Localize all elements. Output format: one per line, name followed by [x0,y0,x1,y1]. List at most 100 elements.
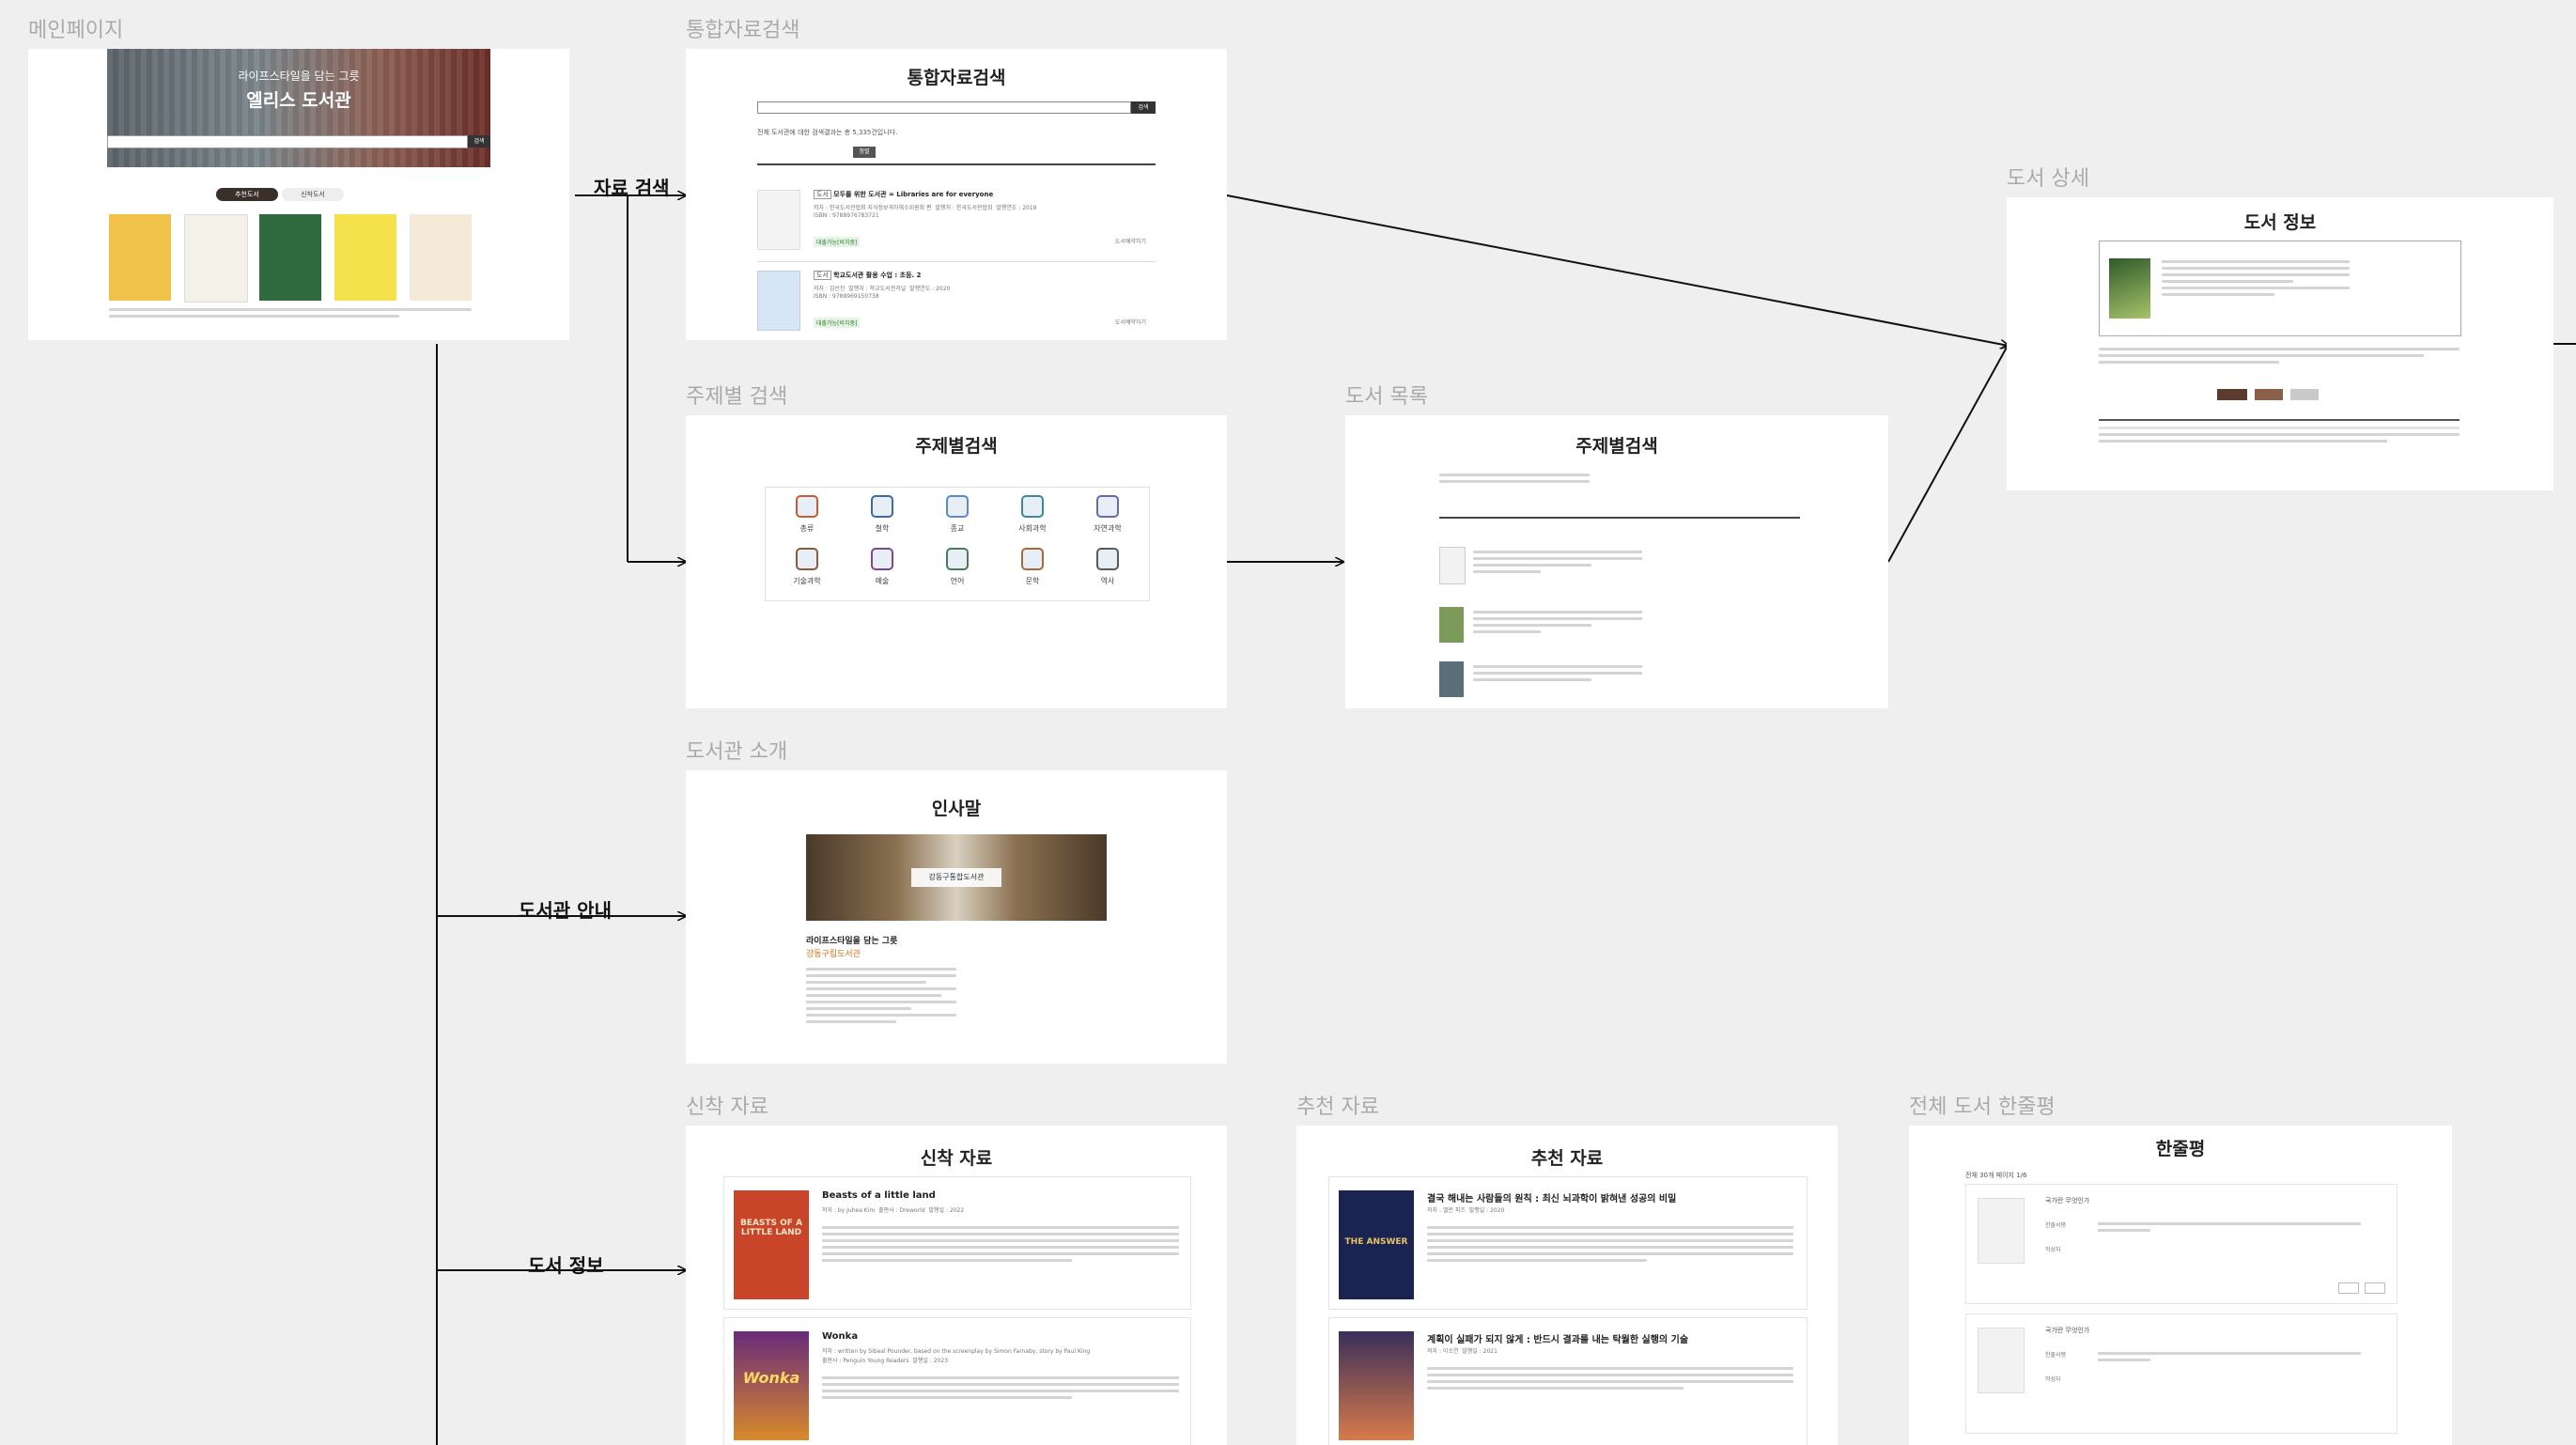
review-edit-button[interactable] [2338,1282,2359,1294]
main-search-input[interactable] [107,135,468,148]
review-card[interactable]: 국가란 무엇인가 한줄서평 작성자 [1965,1184,2398,1304]
review-book-title[interactable]: 국가란 무엇인가 [2045,1327,2090,1334]
subject-category[interactable]: 자연과학 [1079,495,1136,544]
subject-category-label: 언어 [950,577,965,585]
result-type-badge: 도서 [814,271,831,280]
detail-cover [2109,258,2150,319]
book-cover[interactable] [184,214,248,303]
result-type-badge: 도서 [814,190,831,199]
subject-category-icon [946,495,969,518]
subject-category-icon [946,548,969,570]
book-cover[interactable] [334,214,396,301]
tab-recommended[interactable]: 추천도서 [216,188,278,201]
subject-category-label: 예술 [875,577,890,585]
subject-category[interactable]: 기술과학 [779,548,835,597]
review-label: 한줄서평 [2045,1352,2067,1359]
result-title[interactable]: 모두를 위한 도서관 = Libraries are for everyone [833,191,994,198]
integrated-search-input[interactable] [757,101,1131,114]
new-book-card[interactable]: Wonka Wonka 저자 : written by Sibeal Pound… [723,1317,1191,1445]
subject-category[interactable]: 사회과학 [1004,495,1061,544]
section-label-recommended: 추천 자료 [1296,1095,1379,1119]
result-item[interactable]: 도서 학교도서관 활용 수업 : 초등. 2 저자 : 김선진 발행처 : 학교… [757,271,1156,338]
result-cover [757,271,800,331]
booklist-title: 주제별검색 [1575,436,1658,457]
review-book-cover [1978,1198,2025,1264]
new-book-publisher: 출판사 : Dreworld [878,1207,925,1214]
new-book-author: 저자 : written by Sibeal Pounder, based on… [822,1348,1091,1355]
subject-category[interactable]: 총류 [779,495,835,544]
list-item[interactable] [1439,607,1800,654]
result-item[interactable]: 도서 모두를 위한 도서관 = Libraries are for everyo… [757,190,1156,257]
subject-category-icon [796,495,818,518]
detail-reserve-button[interactable] [2217,389,2247,400]
frame-main-page: 라이프스타일을 담는 그릇 엘리스 도서관 검색 추천도서 신착도서 [28,49,569,340]
section-label-book-detail: 도서 상세 [2007,167,2089,191]
new-book-card[interactable]: BEASTS OF A LITTLE LAND Beasts of a litt… [723,1176,1191,1310]
main-search-button[interactable]: 검색 [468,135,490,148]
section-label-subject-search: 주제별 검색 [686,385,788,409]
intro-banner-caption: 강동구통합도서관 [911,868,1001,887]
recommended-author: 저자 : 이소연 [1427,1348,1459,1355]
subject-category-label: 총류 [799,524,815,533]
recommended-year: 발행일 : 2021 [1462,1348,1497,1355]
intro-slogan: 라이프스타일을 담는 그릇 [806,937,898,946]
subject-category[interactable]: 철학 [854,495,910,544]
sort-button[interactable]: 정렬 [853,147,876,158]
recommended-cover [1339,1331,1414,1440]
result-title[interactable]: 학교도서관 활용 수업 : 초등. 2 [833,272,922,279]
review-book-title[interactable]: 국가란 무엇인가 [2045,1197,2090,1204]
integrated-title: 통합자료검색 [907,68,1006,88]
result-author: 저자 : 한국도서관협회 지식정보격차해소위원회 편 [814,205,932,211]
hero-banner: 라이프스타일을 담는 그릇 엘리스 도서관 검색 [107,49,490,167]
list-item[interactable] [1439,547,1800,594]
subject-category[interactable]: 종교 [929,495,985,544]
subject-category[interactable]: 예술 [854,548,910,597]
list-item[interactable] [1439,661,1800,708]
list-item-cover [1439,607,1464,643]
detail-interest-button[interactable] [2255,389,2283,400]
new-book-title[interactable]: Beasts of a little land [822,1190,936,1201]
subject-category-label: 기술과학 [793,577,821,585]
subject-category[interactable]: 문학 [1004,548,1061,597]
intro-title: 인사말 [931,799,982,819]
reserve-button[interactable]: 도서예약하기 [1114,239,1146,245]
review-card[interactable]: 국가란 무엇인가 한줄서평 작성자 [1965,1313,2398,1434]
reviews-title: 한줄평 [2155,1139,2206,1159]
subject-category-label: 철학 [875,524,890,533]
recommended-book-title[interactable]: 결국 해내는 사람들의 원칙 : 최신 뇌과학이 밝혀낸 성공의 비밀 [1427,1194,1677,1204]
frame-integrated-search: 통합자료검색 검색 전체 도서관에 대한 검색결과는 총 5,335건입니다. … [686,49,1227,340]
recommended-book-title[interactable]: 계획이 실패가 되지 않게 : 반드시 결과를 내는 탁월한 실행의 기술 [1427,1335,1689,1345]
book-cover[interactable] [259,214,321,301]
reserve-button[interactable]: 도서예약하기 [1114,319,1146,326]
integrated-search-button[interactable]: 검색 [1131,101,1156,114]
recommended-title: 추천 자료 [1530,1148,1604,1169]
book-cover[interactable] [410,214,472,301]
list-item-cover [1439,547,1466,584]
book-cover[interactable] [109,214,171,301]
subject-category[interactable]: 역사 [1079,548,1136,597]
intro-org: 강동구립도서관 [806,950,861,959]
new-book-title[interactable]: Wonka [822,1331,859,1342]
review-delete-button[interactable] [2365,1282,2385,1294]
new-book-author: 저자 : by Juhea Kim [822,1207,876,1214]
detail-share-button[interactable] [2290,389,2319,400]
result-summary: 전체 도서관에 대한 검색결과는 총 5,335건입니다. [757,129,898,136]
edge-label-book-info: 도서 정보 [528,1254,604,1277]
subject-category[interactable]: 언어 [929,548,985,597]
detail-info-box [2099,241,2461,336]
review-writer-label: 작성자 [2045,1376,2061,1383]
tab-new[interactable]: 신착도서 [282,188,344,201]
section-label-integrated-search: 통합자료검색 [686,19,800,42]
reviews-count: 전체 30개 페이지 1/6 [1965,1172,2027,1179]
frame-new-books: 신착 자료 BEASTS OF A LITTLE LAND Beasts of … [686,1126,1227,1445]
recommended-card[interactable]: THE ANSWER 결국 해내는 사람들의 원칙 : 최신 뇌과학이 밝혀낸 … [1328,1176,1808,1310]
recommended-author: 저자 : 앨런 피즈 [1427,1207,1466,1214]
subject-category-icon [871,495,893,518]
subject-category-label: 문학 [1025,577,1040,585]
result-year: 발행연도 : 2020 [909,286,951,292]
recommended-card[interactable]: 계획이 실패가 되지 않게 : 반드시 결과를 내는 탁월한 실행의 기술 저자… [1328,1317,1808,1445]
hero-slogan: 라이프스타일을 담는 그릇 [238,70,360,83]
subject-category-icon [796,548,818,570]
